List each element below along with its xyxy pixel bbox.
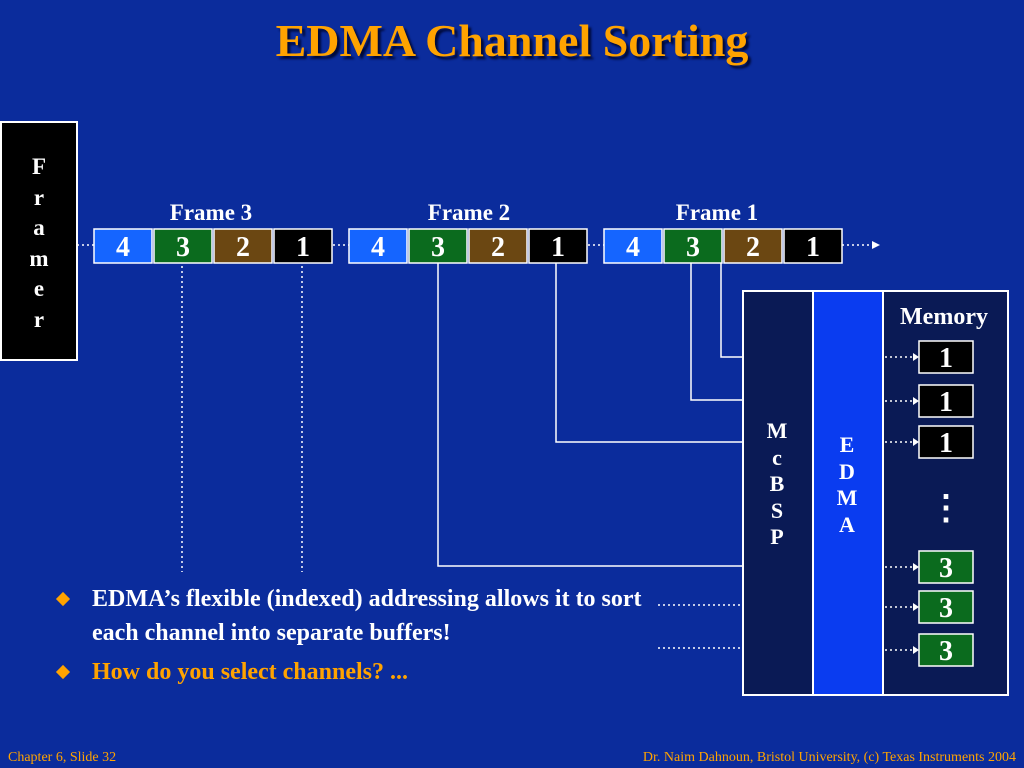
bullet-text-1: EDMA’s flexible (indexed) addressing all… (92, 586, 642, 646)
memory-buffer-label: 1 (939, 343, 953, 374)
buffer-arrow-icon (913, 603, 919, 611)
channel-box (783, 228, 843, 264)
memory-buffer (918, 384, 974, 418)
footer-right: Dr. Naim Dahnoun, Bristol University, (c… (642, 750, 1016, 765)
framer-label: F r a m e r (29, 154, 49, 332)
channel-label: 3 (176, 232, 190, 263)
buffer-arrow-icon (913, 353, 919, 361)
frame-label-2: Frame 2 (427, 200, 511, 225)
channel-label: 4 (116, 232, 130, 263)
route-line (720, 263, 744, 358)
memory-buffer (918, 590, 974, 624)
channel-label: 1 (806, 232, 820, 263)
channel-label: 3 (431, 232, 445, 263)
channel-label: 2 (236, 232, 250, 263)
memory-buffer-label: 1 (939, 387, 953, 418)
route-line (690, 263, 744, 401)
channel-label: 2 (746, 232, 760, 263)
memory-buffer (918, 633, 974, 667)
channel-label: 3 (686, 232, 700, 263)
bullet-item-1: EDMA’s flexible (indexed) addressing all… (54, 582, 654, 650)
channel-box (273, 228, 333, 264)
frame-label-1: Frame 1 (675, 200, 759, 225)
footer-left: Chapter 6, Slide 32 (8, 750, 117, 765)
channel-label: 4 (626, 232, 640, 263)
bullet-item-2: How do you select channels? ... (54, 655, 654, 689)
frame-label-3: Frame 3 (169, 200, 253, 225)
route-line (555, 263, 744, 443)
bullet-list: EDMA’s flexible (indexed) addressing all… (54, 582, 654, 689)
memory-buffer-label: 1 (939, 428, 953, 459)
channel-box (93, 228, 153, 264)
channel-box (528, 228, 588, 264)
channel-box (723, 228, 783, 264)
memory-label: Memory (900, 304, 988, 330)
memory-panel (882, 290, 1009, 696)
buffer-arrow-icon (913, 563, 919, 571)
memory-buffer-label: 3 (939, 636, 953, 667)
buffer-arrow-icon (913, 397, 919, 405)
memory-buffer (918, 340, 974, 374)
stream-arrow-icon (872, 241, 880, 249)
channel-box (408, 228, 468, 264)
channel-box (468, 228, 528, 264)
slide-title: EDMA Channel Sorting (275, 15, 749, 66)
bullet-text-2: How do you select channels? ... (92, 659, 409, 685)
channel-box (663, 228, 723, 264)
channel-label: 4 (371, 232, 385, 263)
memory-buffer-label: 3 (939, 553, 953, 584)
buffer-arrow-icon (913, 646, 919, 654)
memory-buffer (918, 550, 974, 584)
channel-label: 1 (296, 232, 310, 263)
channel-box (213, 228, 273, 264)
diamond-bullet-icon (55, 591, 71, 607)
diamond-bullet-icon (55, 664, 71, 680)
channel-box (603, 228, 663, 264)
ellipsis-icon: ⋮ (929, 490, 963, 527)
memory-buffer (918, 425, 974, 459)
mcbsp-label: M c B S P (766, 418, 788, 549)
channel-label: 2 (491, 232, 505, 263)
channel-box (348, 228, 408, 264)
edma-label: E D M A (836, 432, 858, 537)
mcbsp-box (742, 290, 814, 696)
framer-box (0, 121, 78, 361)
buffer-arrow-icon (913, 438, 919, 446)
channel-box (153, 228, 213, 264)
channel-label: 1 (551, 232, 565, 263)
edma-box (812, 290, 884, 696)
route-line (437, 263, 744, 567)
memory-buffer-label: 3 (939, 593, 953, 624)
